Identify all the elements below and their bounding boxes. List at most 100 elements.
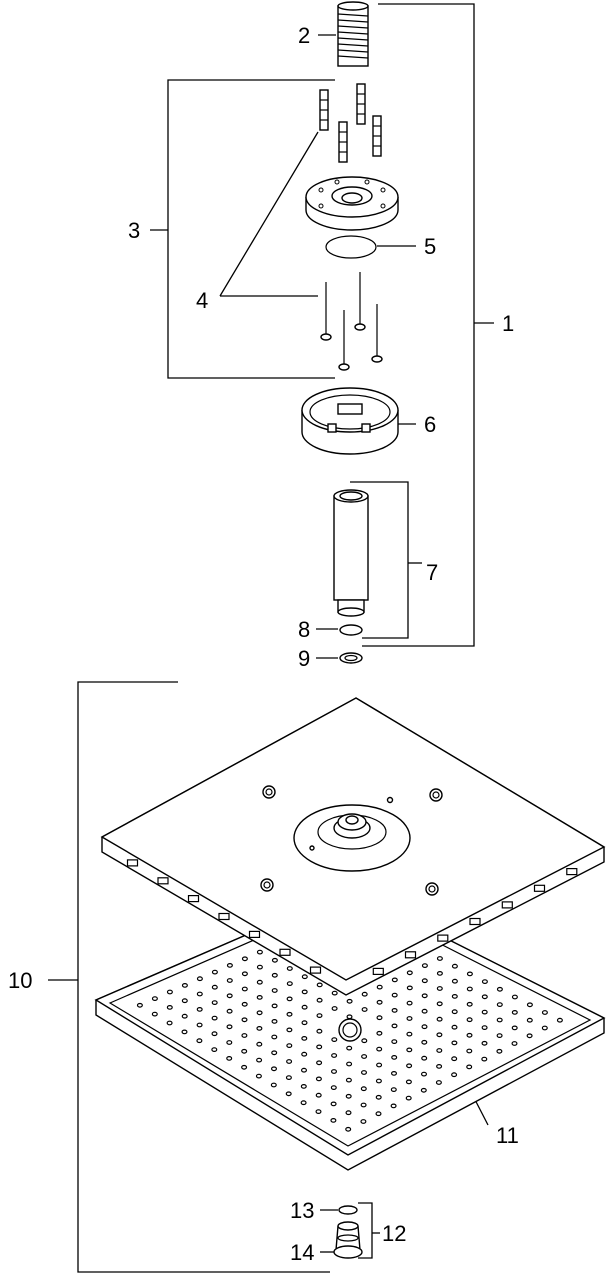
nozzle-hole xyxy=(376,1030,383,1036)
nozzle-hole xyxy=(316,1044,323,1050)
nozzle-hole xyxy=(421,993,428,999)
rim-slot xyxy=(404,951,417,959)
nozzle-hole xyxy=(316,1013,323,1018)
nozzle-hole xyxy=(300,1100,307,1106)
nozzle-hole xyxy=(256,979,263,985)
nozzle-hole xyxy=(286,1027,293,1033)
nozzle-hole xyxy=(466,1001,473,1007)
nozzle-hole xyxy=(256,1057,263,1063)
threaded-nipple-part-2 xyxy=(337,1,369,67)
nozzle-hole xyxy=(466,1032,473,1038)
nozzle-hole xyxy=(271,1066,278,1072)
nozzle-hole xyxy=(241,956,248,962)
nozzle-hole xyxy=(451,994,458,999)
nozzle-hole xyxy=(511,1041,518,1046)
nozzle-hole xyxy=(391,1008,398,1013)
rim-slot xyxy=(566,867,578,876)
rim-slot xyxy=(372,967,384,976)
nozzle-hole xyxy=(391,1054,398,1060)
nozzle-hole xyxy=(196,976,203,982)
nozzle-hole xyxy=(345,1093,352,1099)
nozzle-hole xyxy=(405,1095,412,1101)
nozzle-hole xyxy=(181,1029,188,1035)
cover-cap-part-6 xyxy=(301,387,399,455)
nozzle-hole xyxy=(406,985,413,991)
rim-slot xyxy=(533,884,546,892)
nozzle-hole xyxy=(391,1070,398,1076)
nozzle-hole xyxy=(136,1002,143,1008)
label-11: 11 xyxy=(496,1123,519,1148)
nozzle-hole xyxy=(300,1083,307,1089)
nozzle-hole xyxy=(496,1033,503,1038)
nozzle-hole xyxy=(315,1092,322,1098)
nozzle-hole xyxy=(406,1016,413,1021)
nozzle-hole xyxy=(241,1033,248,1038)
rim-slot xyxy=(126,859,139,867)
nozzle-hole xyxy=(406,1063,413,1069)
nozzle-hole xyxy=(376,1062,383,1068)
nozzle-hole xyxy=(166,989,173,995)
nozzle-hole xyxy=(226,1024,233,1030)
nozzle-hole xyxy=(436,1016,443,1022)
nozzle-hole xyxy=(361,1007,368,1012)
nozzle-hole xyxy=(451,1040,458,1046)
rim-slot xyxy=(218,912,230,921)
nozzle-hole xyxy=(316,982,323,988)
nozzle-hole xyxy=(361,1038,368,1044)
nozzle-hole xyxy=(331,1069,338,1074)
nozzle-hole xyxy=(376,999,383,1005)
nozzle-hole xyxy=(301,1051,308,1057)
nozzle-hole xyxy=(376,984,383,990)
nozzle-hole xyxy=(511,1025,518,1031)
nozzle-hole xyxy=(315,1109,322,1114)
nozzle-hole xyxy=(360,1102,367,1108)
label-1: 1 xyxy=(502,311,514,336)
nozzle-hole xyxy=(375,1094,382,1100)
nozzle-hole xyxy=(271,1003,278,1009)
nozzle-hole xyxy=(481,1056,488,1062)
nozzle-hole xyxy=(226,1008,233,1014)
nozzle-hole xyxy=(466,986,473,992)
nozzle-hole xyxy=(406,1047,413,1053)
nozzle-hole xyxy=(226,1055,233,1061)
nozzle-hole xyxy=(301,1020,308,1026)
nozzle-hole xyxy=(375,1078,382,1084)
nozzle-hole xyxy=(481,994,488,1000)
nozzle-hole xyxy=(451,1009,458,1015)
nozzle-hole xyxy=(390,1087,397,1092)
nozzle-hole xyxy=(406,970,413,976)
nozzle-hole xyxy=(301,989,308,995)
bracket-lines xyxy=(48,3,494,1273)
nozzle-hole xyxy=(316,1060,323,1066)
insert-part-13 xyxy=(338,1205,358,1215)
nozzle-hole xyxy=(241,971,248,977)
nozzle-hole xyxy=(436,1001,443,1007)
insert-part-14 xyxy=(333,1221,363,1259)
nozzle-hole xyxy=(436,971,443,976)
nozzle-hole xyxy=(436,1048,443,1053)
nozzle-hole xyxy=(151,1011,158,1017)
nozzle-hole xyxy=(196,1038,203,1044)
nozzle-hole xyxy=(345,1110,352,1116)
seal-part-8 xyxy=(339,624,363,636)
nozzle-hole xyxy=(361,991,368,997)
rim-slot xyxy=(279,948,291,956)
nozzle-hole xyxy=(271,1019,278,1024)
screws-part-4 xyxy=(320,272,383,371)
nozzle-hole xyxy=(241,1001,248,1007)
nozzle-hole xyxy=(345,1126,352,1132)
nozzle-hole xyxy=(435,1080,442,1085)
nozzle-hole xyxy=(301,1004,308,1010)
nozzle-hole xyxy=(436,956,443,961)
nozzle-hole xyxy=(346,998,353,1004)
nozzle-hole xyxy=(466,1064,473,1070)
nozzle-hole xyxy=(496,1002,503,1007)
label-6: 6 xyxy=(424,412,436,437)
nozzle-hole xyxy=(421,1008,428,1014)
nozzle-hole xyxy=(331,990,338,996)
nozzle-hole xyxy=(481,979,488,984)
nozzle-hole xyxy=(391,1023,398,1029)
nozzle-hole xyxy=(316,1028,323,1034)
nozzle-hole xyxy=(451,1056,458,1062)
